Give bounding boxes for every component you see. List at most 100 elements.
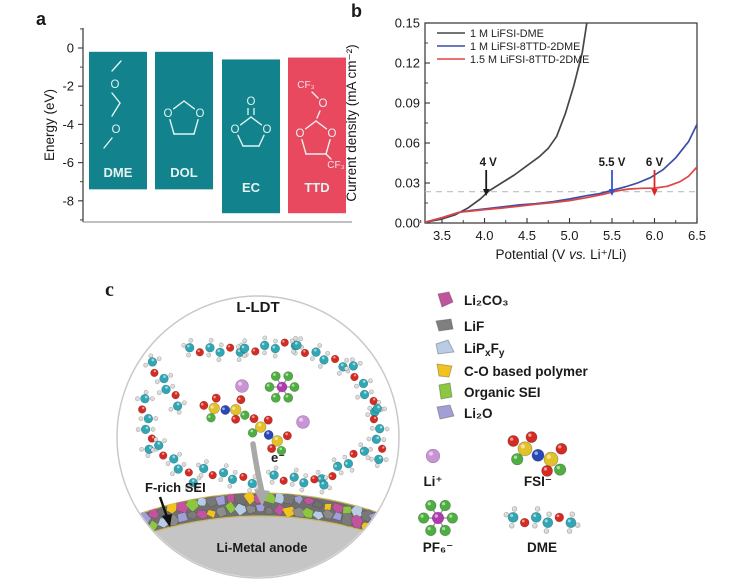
- molecule-o-atom: O: [111, 79, 120, 91]
- molecule-o-atom: O: [196, 108, 205, 120]
- molecule-o-atom: O: [247, 96, 256, 108]
- a-ytick-label: 0: [67, 41, 74, 56]
- legend-swatch-lipxfy: [435, 339, 455, 355]
- legend-label-li-ion: Li⁺: [423, 474, 442, 489]
- b-xtick-label: 6.0: [645, 228, 663, 243]
- legend-icon-dme: [503, 506, 581, 534]
- b-annotation-0: 4 V: [480, 157, 498, 169]
- panel-a-plot: 0 -2 -4 -6 -8 Energy (eV) DME DOL EC TTD O O O O O O O CF…: [42, 28, 352, 223]
- bar-label-DOL: DOL: [170, 165, 198, 180]
- legend-swatch-lif: [435, 318, 454, 332]
- fsi-anion-1: [247, 414, 292, 456]
- b-series-group: [425, 23, 697, 223]
- legend-icon-fsi: [507, 431, 568, 477]
- dme-molecule-2: [289, 336, 351, 376]
- molecule-o-atom: O: [319, 98, 328, 110]
- b-legend-label-0: 1 M LiFSI-DME: [470, 28, 544, 40]
- b-ytick-label: 0.06: [395, 136, 420, 151]
- b-xtick-label: 4.5: [518, 228, 536, 243]
- panel-b-lsv-line-chart: b 3.5 4.0 4.5 5.0 5.5 6.0 6.5 0.00 0.03 0.06 0.09 0…: [344, 1, 706, 263]
- b-xtick-label: 3.5: [433, 228, 451, 243]
- dme-molecule-8: [366, 400, 390, 468]
- species-legend-icons: [417, 431, 581, 537]
- f-rich-sei-label: F-rich SEI: [145, 480, 206, 495]
- molecule-o-atom: O: [263, 124, 272, 136]
- molecule-o-atom: O: [231, 124, 240, 136]
- molecule-cf3-label: CF₃: [327, 160, 344, 171]
- dme-molecule-10: [265, 465, 333, 495]
- electron-transfer-arrow: [250, 441, 265, 495]
- energy-bar-EC: [222, 59, 280, 214]
- bar-label-TTD: TTD: [304, 180, 329, 195]
- legend-swatch-organic-sei: [438, 382, 453, 400]
- b-legend-label-1: 1 M LiFSI-8TTD-2DME: [470, 41, 580, 53]
- dme-molecule-3: [143, 353, 187, 415]
- schematic-arrows: [158, 441, 270, 527]
- legend-swatch-li2co3: [437, 291, 454, 308]
- sei-component-legend: Li₂CO₃ LiF LiPxFy C-O based polymer Orga…: [435, 291, 589, 421]
- bar-label-EC: EC: [242, 180, 261, 195]
- legend-label-co-polymer: C-O based polymer: [464, 364, 589, 379]
- legend-icon-pf6: [417, 499, 459, 537]
- energy-bar-TTD: [288, 57, 346, 214]
- b-annotation-1: 5.5 V: [599, 157, 626, 169]
- b-ytick-label: 0.09: [395, 96, 420, 111]
- li-ion-1: [296, 415, 310, 429]
- dme-molecule-6: [195, 459, 261, 493]
- molecule-o-atom: O: [164, 108, 173, 120]
- species-legend-labels: Li⁺ FSI⁻ PF₆⁻ DME: [423, 474, 557, 555]
- b-xtick-label: 5.5: [603, 228, 621, 243]
- legend-label-pf6: PF₆⁻: [423, 540, 454, 555]
- b-curve-1: [425, 123, 697, 223]
- b-xtick-label: 6.5: [688, 228, 706, 243]
- legend-icon-li-ion: [425, 448, 441, 464]
- bar-label-DME: DME: [104, 165, 133, 180]
- legend-label-dme: DME: [527, 540, 557, 555]
- panel-b-plot: 3.5 4.0 4.5 5.0 5.5 6.0 6.5 0.00 0.03 0.06 0.09 0.1…: [344, 16, 706, 263]
- legend-label-organic-sei: Organic SEI: [464, 385, 541, 400]
- molecule-o-atom: O: [296, 128, 305, 140]
- legend-label-fsi: FSI⁻: [524, 474, 552, 489]
- panel-c-schematic: c L-LDT F-rich SEI e⁻ Li-Metal anode Li₂…: [105, 279, 589, 579]
- panel-a-energy-bar-chart: a 0 -2 -4 -6 -8 Energy (eV) DME DOL EC TTD O O O O O O O…: [36, 9, 352, 223]
- b-annotation-2: 6 V: [646, 157, 664, 169]
- molecule-o-atom: O: [328, 128, 337, 140]
- molecule-o-atom: O: [112, 124, 121, 136]
- dme-molecule-1: [235, 335, 305, 359]
- legend-label-li2o: Li₂O: [464, 406, 493, 421]
- legend-label-lipxfy: LiPxFy: [464, 341, 505, 359]
- f-rich-sei-pointer-arrow: [158, 496, 169, 518]
- legend-label-li2co3: Li₂CO₃: [464, 293, 509, 308]
- droplet-title: L-LDT: [236, 299, 279, 316]
- legend-label-lif: LiF: [464, 319, 484, 334]
- b-ytick-label: 0.03: [395, 176, 420, 191]
- panel-a-label: a: [36, 9, 47, 29]
- a-y-axis-label: Energy (eV): [42, 89, 57, 161]
- b-legend-label-2: 1.5 M LiFSI-8TTD-2DME: [470, 54, 589, 66]
- pf6-anion-0: [264, 371, 300, 403]
- b-curve-2: [425, 166, 697, 223]
- b-x-axis-label: Potential (V vs. Li⁺/Li): [496, 247, 627, 262]
- molecule-cf3-label: CF₃: [297, 80, 314, 91]
- legend-swatch-li2o: [436, 404, 455, 420]
- b-ytick-label: 0.00: [395, 216, 420, 231]
- b-ytick-label: 0.12: [395, 56, 420, 71]
- a-ytick-label: -8: [62, 193, 74, 208]
- fsi-anion-0: [199, 393, 250, 424]
- dme-molecule-5: [150, 437, 202, 491]
- b-ytick-label: 0.15: [395, 16, 420, 31]
- energy-bar-DOL: [155, 51, 213, 190]
- electron-label: e⁻: [271, 450, 285, 465]
- b-xtick-label: 5.0: [560, 228, 578, 243]
- anode-label: Li-Metal anode: [216, 540, 307, 555]
- panel-b-label: b: [351, 1, 362, 21]
- electrolyte-molecules: [135, 335, 390, 495]
- energy-bar-DME: [89, 51, 147, 190]
- a-ytick-label: -4: [62, 117, 74, 132]
- a-ytick-label: -2: [62, 79, 74, 94]
- a-ytick-label: -6: [62, 155, 74, 170]
- legend-swatch-co-polymer: [436, 363, 453, 378]
- panel-c-label: c: [105, 279, 114, 301]
- b-xtick-label: 4.0: [475, 228, 493, 243]
